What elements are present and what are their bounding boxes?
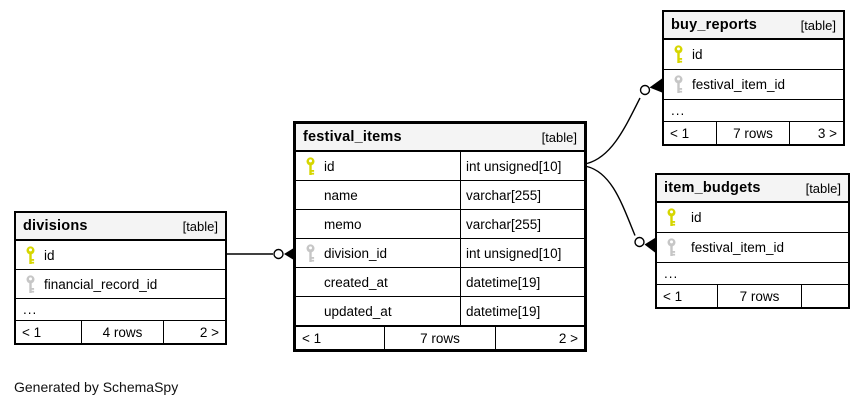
table-item-budgets-footer: < 1 7 rows	[657, 285, 848, 307]
column-type: int unsigned[10]	[460, 239, 584, 267]
table-buy-reports-footer: < 1 7 rows 3 >	[664, 122, 843, 144]
pager-next[interactable]: 3 >	[817, 125, 837, 141]
row-count: 7 rows	[385, 327, 496, 349]
column-row-id: id int unsigned[10]	[296, 152, 584, 181]
edge-festival-items-buy-reports	[586, 78, 662, 165]
edge-festival-items-item-budgets	[586, 165, 655, 253]
table-badge: [table]	[800, 17, 836, 33]
table-festival-items: festival_items [table] id int unsigned[1…	[293, 121, 587, 352]
column-name: id	[691, 210, 702, 225]
ellipsis-row: ...	[657, 263, 848, 285]
column-row-financial-record-id: financial_record_id	[16, 270, 225, 299]
pager-prev[interactable]: < 1	[657, 285, 718, 307]
row-count: 4 rows	[82, 321, 164, 343]
column-name: division_id	[324, 245, 388, 261]
column-type: int unsigned[10]	[460, 152, 584, 180]
primary-key-icon	[666, 208, 677, 227]
table-title[interactable]: item_budgets	[664, 180, 761, 196]
table-festival-items-header[interactable]: festival_items [table]	[296, 124, 584, 152]
table-title[interactable]: buy_reports	[671, 17, 757, 33]
primary-key-icon	[25, 245, 36, 265]
column-row-memo: memo varchar[255]	[296, 210, 584, 239]
column-name: updated_at	[324, 303, 392, 319]
table-badge: [table]	[805, 180, 841, 196]
table-item-budgets: item_budgets [table] id festival_item_id…	[655, 173, 850, 309]
column-name: id	[324, 158, 335, 174]
table-badge: [table]	[541, 129, 577, 145]
column-row-division-id: division_id int unsigned[10]	[296, 239, 584, 268]
table-divisions-header[interactable]: divisions [table]	[16, 213, 225, 241]
pager-prev[interactable]: < 1	[664, 122, 717, 144]
ellipsis-row: ...	[664, 100, 843, 122]
column-name: id	[692, 47, 703, 62]
table-divisions-footer: < 1 4 rows 2 >	[16, 321, 225, 343]
table-divisions: divisions [table] id financial_record_id…	[14, 211, 227, 345]
column-row-created-at: created_at datetime[19]	[296, 268, 584, 297]
table-title[interactable]: divisions	[23, 218, 88, 234]
column-name: financial_record_id	[44, 276, 158, 292]
pager-next[interactable]	[802, 285, 848, 307]
column-type: varchar[255]	[460, 210, 584, 238]
column-name: festival_item_id	[692, 77, 786, 92]
column-row-name: name varchar[255]	[296, 181, 584, 210]
column-row-festival-item-id: festival_item_id	[664, 70, 843, 100]
foreign-key-icon	[25, 274, 36, 294]
table-festival-items-footer: < 1 7 rows 2 >	[296, 326, 584, 349]
column-name: created_at	[324, 274, 388, 290]
column-row-id: id	[664, 40, 843, 70]
column-name: id	[44, 247, 55, 263]
foreign-key-icon	[305, 243, 316, 263]
table-item-budgets-header[interactable]: item_budgets [table]	[657, 175, 848, 203]
table-badge: [table]	[182, 218, 218, 234]
ellipsis-row: ...	[16, 299, 225, 321]
column-type: datetime[19]	[460, 297, 584, 325]
row-count: 7 rows	[718, 285, 802, 307]
column-name: name	[324, 187, 358, 203]
column-row-id: id	[16, 241, 225, 270]
column-name: festival_item_id	[691, 240, 785, 255]
pager-next[interactable]: 2 >	[199, 324, 219, 340]
generator-note: Generated by SchemaSpy	[14, 379, 179, 395]
pager-prev[interactable]: < 1	[296, 327, 385, 349]
column-type: datetime[19]	[460, 268, 584, 296]
row-count: 7 rows	[717, 122, 790, 144]
column-type: varchar[255]	[460, 181, 584, 209]
primary-key-icon	[305, 156, 316, 176]
column-row-festival-item-id: festival_item_id	[657, 233, 848, 263]
foreign-key-icon	[673, 75, 684, 94]
table-title[interactable]: festival_items	[303, 129, 402, 145]
edge-divisions-festival-items	[227, 248, 293, 260]
pager-next[interactable]: 2 >	[558, 330, 578, 346]
column-row-id: id	[657, 203, 848, 233]
primary-key-icon	[673, 45, 684, 64]
column-name: memo	[324, 216, 362, 232]
pager-prev[interactable]: < 1	[16, 321, 82, 343]
column-row-updated-at: updated_at datetime[19]	[296, 297, 584, 326]
foreign-key-icon	[666, 238, 677, 257]
table-buy-reports: buy_reports [table] id festival_item_id …	[662, 10, 845, 146]
table-buy-reports-header[interactable]: buy_reports [table]	[664, 12, 843, 40]
